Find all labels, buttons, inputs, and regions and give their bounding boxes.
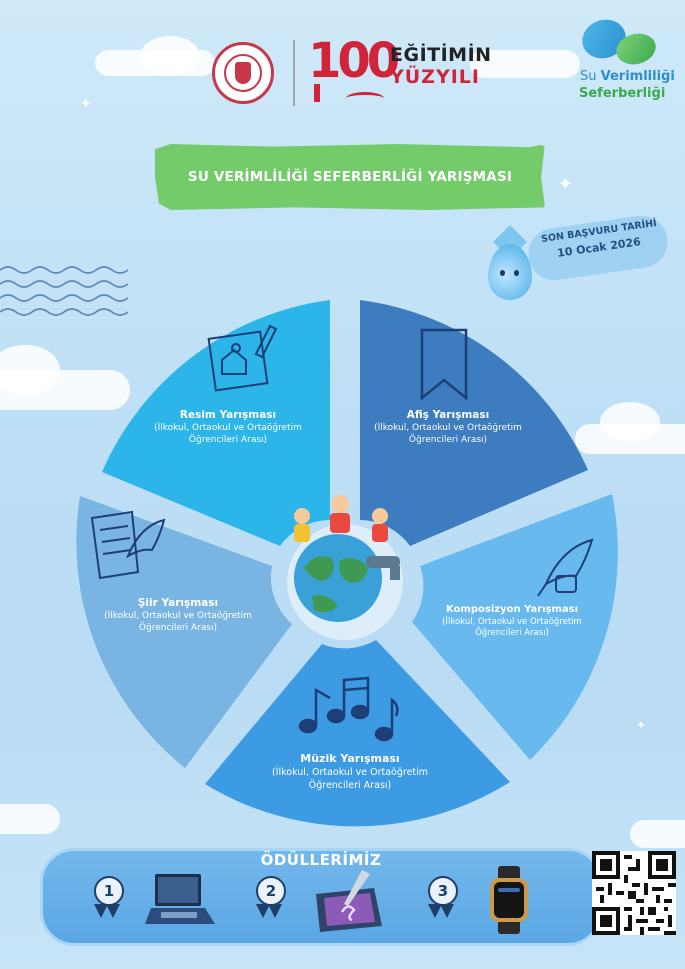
medal-rank-3: 3 — [428, 876, 458, 906]
page-title: SU VERİMLİLİĞİ SEFERBERLİĞİ YARIŞMASI — [187, 169, 513, 185]
cloud — [470, 50, 580, 78]
medal-ribbon — [94, 904, 108, 918]
medal-ribbon — [256, 904, 270, 918]
medal-ribbon — [440, 904, 454, 918]
mascot-eye — [514, 270, 519, 276]
segment-resim — [102, 300, 330, 546]
awards-title: ÖDÜLLERİMİZ — [260, 851, 382, 869]
child-body — [294, 524, 310, 542]
book-icon — [346, 92, 384, 105]
cloud — [0, 345, 60, 395]
segment-label-komposizyon: Komposizyon Yarışması (İlkokul, Ortaokul… — [430, 603, 594, 639]
child-figure — [331, 495, 349, 513]
pen-icon — [314, 84, 320, 102]
globe-icon — [294, 534, 382, 622]
ministry-seal-logo — [212, 42, 274, 104]
segment-title: Müzik Yarışması — [300, 752, 400, 765]
child-body — [372, 524, 388, 542]
torch-icon — [235, 62, 251, 84]
segment-title: Resim Yarışması — [179, 409, 277, 421]
wave-lines-decoration — [0, 266, 128, 316]
segment-subtitle: (İlkokul, Ortaokul ve Ortaöğretim — [442, 616, 582, 627]
segment-title: Afiş Yarışması — [406, 409, 490, 421]
logo-text-verimliligi: Verimliliği — [600, 69, 675, 84]
segment-subtitle: Öğrencileri Arası) — [188, 435, 268, 446]
cloud — [140, 36, 200, 76]
segment-komposizyon — [412, 494, 618, 760]
header-divider — [293, 40, 295, 106]
segment-label-resim: Resim Yarışması (İlkokul, Ortaokul ve Or… — [130, 408, 326, 446]
segment-subtitle: Öğrencileri Arası) — [138, 623, 218, 634]
segment-title: Şiir Yarışması — [137, 597, 219, 609]
faucet-icon — [366, 556, 400, 568]
segment-label-afis: Afiş Yarışması (İlkokul, Ortaokul ve Ort… — [350, 408, 546, 446]
logo-text-su: Su — [580, 69, 601, 84]
child-figure — [294, 508, 310, 524]
cloud — [0, 804, 60, 834]
drawing-icon — [207, 324, 278, 392]
sparkle-icon: ✦ — [80, 96, 92, 112]
child-body — [330, 513, 350, 533]
segment-subtitle: (İlkokul, Ortaokul ve Ortaöğretim — [374, 423, 522, 434]
medal-rank-1: 1 — [94, 876, 124, 906]
paper-quill-icon — [90, 510, 166, 580]
campaign-logo-line1: Su Verimliliği — [580, 69, 675, 84]
medal-ribbon — [268, 904, 282, 918]
faucet-spout — [390, 566, 400, 580]
sparkle-icon: ✦ — [558, 174, 574, 195]
segment-subtitle: (İlkokul, Ortaokul ve Ortaöğretim — [154, 423, 302, 434]
sparkle-icon: ✦ — [636, 718, 647, 732]
medal-ribbon — [428, 904, 442, 918]
medal-rank-2: 2 — [256, 876, 286, 906]
segment-subtitle: Öğrencileri Arası) — [408, 435, 488, 446]
segment-label-siir: Şiir Yarışması (İlkokul, Ortaokul ve Ort… — [88, 596, 268, 634]
segment-subtitle: Öğrencileri Arası) — [308, 779, 392, 791]
medal-ribbon — [106, 904, 120, 918]
century-title-line2: YÜZYILI — [390, 66, 480, 88]
qr-code[interactable] — [592, 851, 676, 935]
campaign-logo-line2: Seferberliği — [579, 86, 666, 101]
segment-muzik — [205, 640, 510, 827]
segment-label-muzik: Müzik Yarışması (İlkokul, Ortaokul ve Or… — [245, 752, 455, 792]
bookmark-icon — [420, 328, 468, 401]
smartwatch-icon — [490, 866, 528, 934]
century-title-line1: EĞİTİMİN — [390, 44, 492, 66]
segment-title: Komposizyon Yarışması — [445, 604, 578, 615]
cloud — [630, 820, 685, 848]
segment-subtitle: (İlkokul, Ortaokul ve Ortaöğretim — [104, 611, 252, 622]
quill-ink-icon — [537, 538, 594, 597]
segment-afis — [360, 300, 588, 546]
laptop-icon — [145, 874, 215, 924]
century-number: 100 — [308, 33, 400, 89]
segment-subtitle: (İlkokul, Ortaokul ve Ortaöğretim — [271, 766, 429, 778]
music-notes-icon — [298, 676, 399, 742]
water-drop-mascot — [488, 244, 532, 300]
child-figure — [372, 508, 388, 524]
segment-siir — [76, 496, 292, 768]
globe-continents — [304, 556, 368, 613]
drawing-tablet-icon — [316, 870, 382, 932]
title-banner — [155, 144, 545, 210]
cloud — [600, 402, 660, 442]
mascot-eye — [500, 270, 505, 276]
segment-subtitle: Öğrencileri Arası) — [475, 627, 549, 638]
